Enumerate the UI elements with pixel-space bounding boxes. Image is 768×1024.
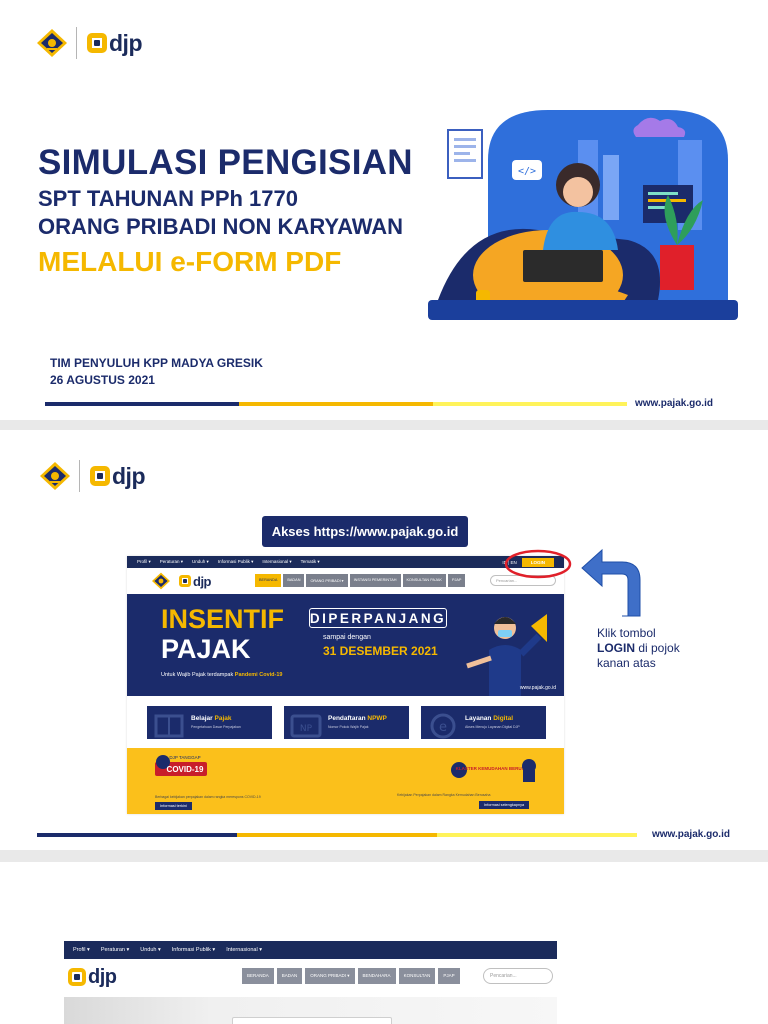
site-main-menu: BERANDA BADAN ORANG PRIBADI ▾ INSTANSI P… <box>255 574 466 587</box>
banner-insentif: INSENTIF <box>161 604 285 634</box>
akses-url-label: Akses https://www.pajak.go.id <box>262 516 468 547</box>
npwp-card-icon: NP <box>290 714 322 738</box>
nav-unduh[interactable]: Unduh ▾ <box>140 947 161 953</box>
website-screenshot: Profil ▾ Peraturan ▾ Unduh ▾ Informasi P… <box>127 556 564 814</box>
nav-peraturan[interactable]: Peraturan ▾ <box>100 947 130 953</box>
insentif-pajak-banner[interactable]: INSENTIF PAJAK Untuk Wajib Pajak terdamp… <box>127 594 564 696</box>
kemenkeu-emblem-icon <box>152 572 170 590</box>
djp-wordmark: djp <box>88 966 117 988</box>
nav-peraturan[interactable]: Peraturan ▾ <box>159 559 184 564</box>
djp-wordmark: djp <box>193 573 212 589</box>
menu-pjap[interactable]: PJAP <box>447 574 466 587</box>
nav-informasi-publik[interactable]: Informasi Publik ▾ <box>217 559 254 564</box>
menu-beranda[interactable]: BERANDA <box>255 574 282 587</box>
tile-layanan-digital[interactable]: e Layanan Digital Akses Menuju Layanan D… <box>421 706 546 739</box>
title-line-2: SPT TAHUNAN PPh 1770 <box>38 186 298 211</box>
login-instruction: Klik tombol LOGIN di pojok kanan atas <box>597 626 680 670</box>
site-top-nav: Profil ▾ Peraturan ▾ Unduh ▾ Informasi P… <box>127 556 564 568</box>
site-logo[interactable]: djp <box>179 573 212 589</box>
language-switch[interactable]: ID | EN <box>502 559 517 565</box>
svg-text:COVID-19: COVID-19 <box>167 765 204 774</box>
covid-badge-icon: DJP TANGGAP COVID-19 <box>155 755 207 776</box>
title-line-1: SIMULASI PENGISIAN <box>38 143 413 182</box>
svg-text:e: e <box>439 720 447 735</box>
footer-color-bar <box>37 833 637 837</box>
menu-konsultan-pajak[interactable]: KONSULTAN PAJAK <box>402 574 446 587</box>
curved-arrow-icon <box>581 548 641 617</box>
slide-title: djp SIMULASI PENGISIAN SPT TAHUNAN PPh 1… <box>0 0 768 420</box>
code-tag-label: </> <box>518 166 536 177</box>
nav-profil[interactable]: Profil ▾ <box>73 947 90 953</box>
menu-instansi-pemerintah[interactable]: INSTANSI PEMERINTAH <box>349 574 401 587</box>
site-search-input[interactable]: Pencarian... <box>483 968 553 984</box>
djp-mark-icon <box>179 575 191 587</box>
slide-akses-website: djp Akses https://www.pajak.go.id Profil… <box>0 430 768 850</box>
banner-date: 31 DESEMBER 2021 <box>323 644 438 658</box>
klaster-badge-icon: KLASTER KEMUDAHAN BERUSAHA <box>451 759 536 782</box>
nav-tematik[interactable]: Tematik ▾ <box>300 559 320 564</box>
banner-subtitle: Untuk Wajib Pajak terdampak Pandemi Covi… <box>161 672 283 678</box>
site-header: djp BERANDA BADAN ORANG PRIBADI ▾ BENDAH… <box>64 959 557 1024</box>
nav-unduh[interactable]: Unduh ▾ <box>192 559 209 564</box>
presenter-info: TIM PENYULUH KPP MADYA GRESIK 26 AGUSTUS… <box>50 355 263 389</box>
banner-sampai: sampai dengan <box>323 634 371 641</box>
nav-internasional[interactable]: Internasional ▾ <box>226 947 262 953</box>
nav-informasi-publik[interactable]: Informasi Publik ▾ <box>171 947 216 953</box>
slide-website-login: Profil ▾ Peraturan ▾ Unduh ▾ Informasi P… <box>0 862 768 1024</box>
svg-text:KLASTER KEMUDAHAN BERUSAHA: KLASTER KEMUDAHAN BERUSAHA <box>456 766 536 771</box>
tile-pendaftaran-npwp[interactable]: NP Pendaftaran NPWP Nomor Pokok Wajib Pa… <box>284 706 409 739</box>
site-main-menu: BERANDA BADAN ORANG PRIBADI ▾ BENDAHARA … <box>242 968 460 984</box>
site-search-input[interactable]: Pencarian... <box>490 575 556 586</box>
menu-orang-pribadi[interactable]: ORANG PRIBADI ▾ <box>306 574 348 587</box>
menu-konsultan[interactable]: KONSULTAN <box>398 968 436 984</box>
service-tiles: Belajar Pajak Pengetahuan Dasar Perpajak… <box>147 706 546 739</box>
logo-kemenkeu-djp: djp <box>39 460 146 492</box>
woman-with-laptop-illustration: </> <box>428 110 738 320</box>
title-line-4: MELALUI e-FORM PDF <box>38 246 342 277</box>
book-icon <box>154 714 184 738</box>
covid-info-panel: DJP TANGGAP COVID-19 Berbagai kebijakan … <box>127 748 564 814</box>
footer-color-bar <box>45 402 627 406</box>
djp-mark-icon <box>87 33 107 53</box>
kemenkeu-emblem-icon <box>40 462 70 490</box>
nav-profil[interactable]: Profil ▾ <box>137 559 151 564</box>
covid-left-text: Berbagai kebijakan perpajakan dalam rang… <box>155 795 261 799</box>
covid-right-text: Kebijakan Perpajakan dalam Rangka Kemuda… <box>397 793 491 797</box>
djp-wordmark: djp <box>112 462 146 489</box>
e-service-icon: e <box>430 713 456 739</box>
presentation-date: 26 AGUSTUS 2021 <box>50 373 155 387</box>
banner-diperpanjang: DIPERPANJANG <box>309 608 447 628</box>
banner-website: www.pajak.go.id <box>519 685 556 691</box>
menu-bendahara[interactable]: BENDAHARA <box>357 968 396 984</box>
djp-wordmark: djp <box>109 29 143 56</box>
djp-mark-icon <box>90 466 110 486</box>
djp-mark-icon <box>68 968 86 986</box>
nav-internasional[interactable]: Internasional ▾ <box>262 559 292 564</box>
site-header: djp BERANDA BADAN ORANG PRIBADI ▾ INSTAN… <box>127 568 564 594</box>
kemenkeu-emblem-icon <box>37 29 67 57</box>
banner-pajak: PAJAK <box>161 634 251 664</box>
site-top-nav: Profil ▾ Peraturan ▾ Unduh ▾ Informasi P… <box>64 941 557 959</box>
menu-badan[interactable]: BADAN <box>283 574 305 587</box>
menu-badan[interactable]: BADAN <box>276 968 303 984</box>
informasi-terkini-button[interactable]: Informasi terkini <box>155 802 192 810</box>
menu-pjap[interactable]: PJAP <box>438 968 460 984</box>
man-megaphone-illustration <box>466 614 547 696</box>
login-button[interactable]: LOGIN <box>521 557 554 567</box>
logo-separator <box>76 27 77 59</box>
login-form-box[interactable] <box>232 1017 392 1024</box>
svg-text:NP: NP <box>300 724 313 734</box>
informasi-selengkapnya-button[interactable]: Informasi selengkapnya <box>479 801 530 809</box>
svg-text:DJP TANGGAP: DJP TANGGAP <box>169 755 200 760</box>
menu-beranda[interactable]: BERANDA <box>242 968 274 984</box>
footer-website[interactable]: www.pajak.go.id <box>652 829 730 840</box>
tile-belajar-pajak[interactable]: Belajar Pajak Pengetahuan Dasar Perpajak… <box>147 706 272 739</box>
footer-website[interactable]: www.pajak.go.id <box>635 398 713 409</box>
logo-separator <box>79 460 80 492</box>
team-name: TIM PENYULUH KPP MADYA GRESIK <box>50 356 263 370</box>
title-line-3: ORANG PRIBADI NON KARYAWAN <box>38 214 404 239</box>
logo-kemenkeu-djp: djp <box>36 27 143 59</box>
site-logo[interactable]: djp <box>68 967 117 987</box>
menu-orang-pribadi[interactable]: ORANG PRIBADI ▾ <box>305 968 355 984</box>
